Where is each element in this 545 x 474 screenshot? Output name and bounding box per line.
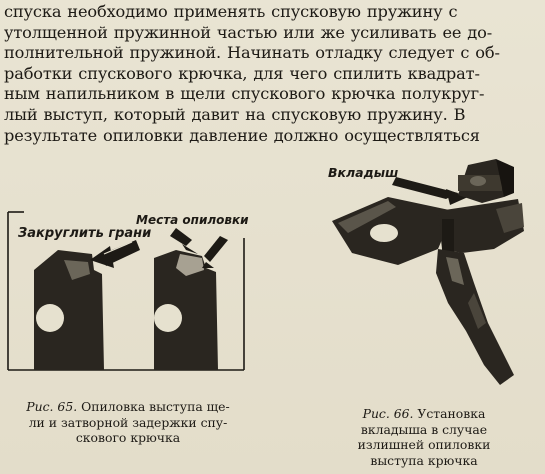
text-line-7: результате опиловки давление должно осущ… — [4, 125, 480, 145]
figure-66-caption-line-1: Установка — [417, 406, 486, 421]
figure-65-drawing — [7, 211, 245, 371]
figure-65-caption-line-3: скового крючка — [75, 430, 181, 445]
figure-66-caption: Рис. 66. Установка вкладыша в случае изл… — [324, 406, 524, 468]
text-line-5: ным напильником в щели спускового крючка… — [4, 84, 485, 104]
text-line-4: работки спускового крючка, для чего спил… — [4, 63, 480, 83]
figure-66-drawing — [332, 159, 524, 385]
figure-66-caption-line-2: вкладыша в случае — [360, 421, 488, 437]
figure-65: Закруглить грани Места опиловки — [6, 210, 256, 380]
body-text: спуска необходимо применять спусковую пр… — [4, 2, 540, 146]
figure-66-caption-line-3: излишней опиловки — [357, 437, 491, 452]
figure-65-caption: Рис. 65. Опиловка выступа ще- ли и затво… — [2, 399, 254, 446]
figure-65-number: Рис. 65. — [26, 399, 78, 414]
text-line-3: полнительной пружиной. Начинать отладку … — [4, 43, 500, 63]
figure-66: Вкладыш — [318, 153, 540, 398]
text-line-2: утолщенной пружинной частью или же усили… — [4, 22, 493, 42]
label-insert: Вкладыш — [328, 165, 399, 180]
figure-65-caption-line-1: Опиловка выступа ще- — [81, 399, 230, 414]
label-filing-places: Места опиловки — [136, 213, 249, 227]
text-line-1: спуска необходимо применять спусковую пр… — [4, 2, 458, 21]
figure-65-caption-line-2: ли и затворной задержки спу- — [28, 414, 228, 430]
figure-66-number: Рис. 66. — [362, 406, 414, 421]
label-round-edges: Закруглить грани — [18, 226, 152, 241]
text-line-6: лый выступ, который давит на спусковую п… — [4, 104, 466, 124]
figure-66-caption-line-4: выступа крючка — [370, 452, 478, 468]
